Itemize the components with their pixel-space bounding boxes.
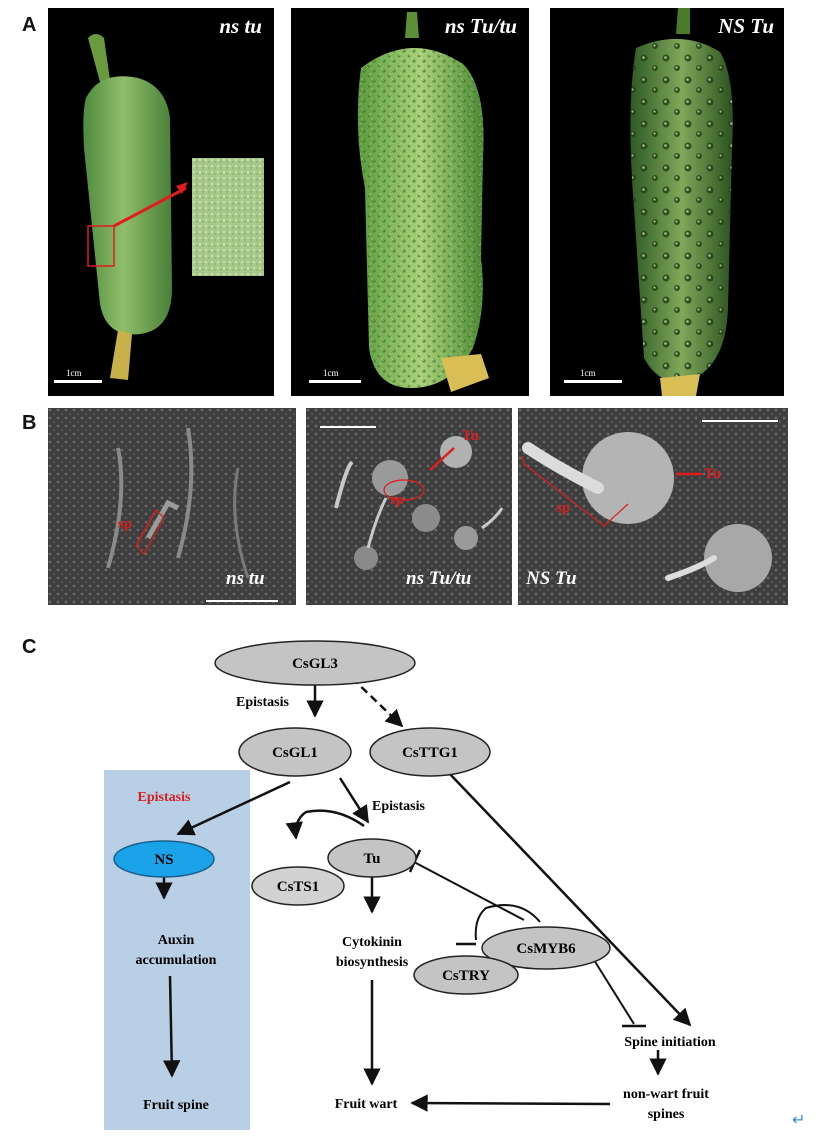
node-csgl3 — [214, 640, 416, 686]
scale-label: 1cm — [323, 368, 339, 378]
panel-c-letter: C — [22, 636, 37, 658]
label-epistasis-red: Epistasis — [138, 790, 191, 805]
ns-pathway-highlight-box — [104, 770, 250, 1130]
cucumber-medium-wart-image — [357, 12, 489, 392]
node-csts1-label: CsTS1 — [277, 879, 320, 895]
label-epistasis-top: Epistasis — [236, 695, 289, 710]
label-auxin-1: Auxin — [158, 933, 195, 948]
sem-ns-tutu: Tu sp ns Tu/tu — [306, 408, 512, 605]
node-ns-label: NS — [154, 852, 173, 868]
node-csmyb6 — [481, 926, 611, 970]
node-csttg1 — [369, 727, 491, 777]
node-csgl3-label: CsGL3 — [292, 656, 338, 672]
photo-label-ns-tu: ns tu — [219, 14, 262, 38]
panel-a-letter: A — [22, 14, 37, 36]
photo-label-NS-Tu: NS Tu — [718, 14, 774, 38]
edge-csttg1-spine — [447, 771, 692, 1027]
node-csttg1-label: CsTTG1 — [402, 745, 458, 761]
photo-ns-tu: ns tu 1cm — [48, 8, 274, 396]
cucumber-smooth-image — [83, 34, 264, 380]
sem-NS-Tu: sp Tu NS Tu — [518, 408, 788, 605]
label-nonwart-2: spines — [648, 1107, 685, 1122]
sem-mark-sp: sp — [390, 492, 405, 508]
node-cstry-label: CsTRY — [442, 968, 490, 984]
label-epistasis-right: Epistasis — [372, 799, 425, 814]
sem-mark-sp: sp — [556, 500, 571, 516]
scale-label: 1cm — [66, 368, 82, 378]
photo-ns-tutu: ns Tu/tu 1cm — [291, 8, 529, 396]
node-csts1 — [251, 866, 345, 906]
inhibit-csmyb6-cstry — [474, 904, 541, 941]
edge-csgl3-csttg1 — [351, 677, 404, 728]
photo-label-ns-tutu: ns Tu/tu — [444, 14, 517, 38]
sem-label-ns-tu: ns tu — [226, 568, 265, 589]
label-cytokinin-1: Cytokinin — [342, 935, 402, 950]
label-fruit-wart: Fruit wart — [335, 1097, 398, 1112]
scale-bar — [564, 380, 622, 383]
edge-auxin-fruitspine — [162, 975, 181, 1078]
node-ns — [113, 840, 215, 878]
return-glyph: ↵ — [792, 1110, 806, 1129]
sem-mark-sp: sp — [118, 516, 133, 532]
node-csgl1-label: CsGL1 — [272, 745, 318, 761]
label-spine-initiation: Spine initiation — [624, 1035, 716, 1050]
label-nonwart-1: non-wart fruit — [623, 1087, 709, 1102]
edge-csgl1-tu — [338, 777, 370, 824]
edge-nonwart-wart — [410, 1094, 611, 1112]
node-csgl1 — [238, 727, 352, 777]
node-tu-label: Tu — [364, 851, 381, 867]
sem-ns-tu: sp ns tu — [48, 408, 296, 605]
sem-smooth-surface-image — [48, 408, 296, 605]
scale-bar — [54, 380, 102, 383]
edge-tu-csts1 — [285, 809, 365, 840]
regulatory-diagram: CsGL3 CsGL1 CsTTG1 NS Tu CsTS1 CsMYB6 Cs… — [104, 640, 716, 1130]
sem-label-NS-Tu: NS Tu — [526, 568, 577, 589]
inhibit-csmyb6-tu — [413, 861, 525, 921]
label-auxin-2: accumulation — [136, 953, 217, 968]
edge-csgl1-ns — [176, 780, 291, 836]
sem-warty-image — [518, 408, 788, 605]
cucumber-warty-image — [630, 8, 733, 396]
scale-label: 1cm — [580, 368, 596, 378]
node-tu — [327, 838, 417, 878]
sem-mark-tu: Tu — [704, 466, 721, 482]
photo-NS-Tu: NS Tu 1cm — [550, 8, 784, 396]
sem-mark-tu: Tu — [462, 428, 479, 444]
node-cstry — [413, 955, 519, 995]
sem-medium-wart-image — [306, 408, 512, 605]
panel-b-letter: B — [22, 412, 37, 434]
node-csmyb6-label: CsMYB6 — [516, 941, 576, 957]
inhibit-csmyb6-spine — [593, 959, 635, 1025]
label-fruit-spine: Fruit spine — [143, 1098, 209, 1113]
sem-label-ns-tutu: ns Tu/tu — [406, 568, 472, 589]
scale-bar — [309, 380, 361, 383]
label-cytokinin-2: biosynthesis — [336, 955, 409, 970]
